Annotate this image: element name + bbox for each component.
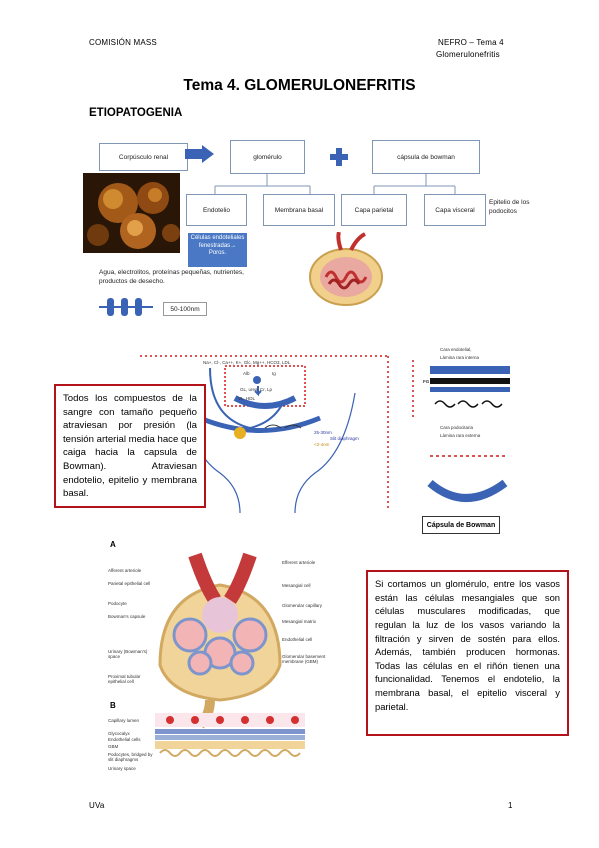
label-glomerular-capillary: Glomerular capillary bbox=[282, 603, 323, 608]
fig-top-label: Na+, Cl-, Ca++, K+, Glc, Mg++, HCO3, LDL bbox=[203, 360, 291, 365]
fig-hdl: GL, urea, Cr, Lp bbox=[240, 387, 273, 392]
fig-ldl: VL, HDL bbox=[238, 396, 256, 401]
fig-cara-podocitaria: Cara podocitaria bbox=[440, 425, 474, 430]
fig-alb: Alb bbox=[243, 371, 250, 376]
box-capa-parietal: Capa parietal bbox=[341, 194, 407, 226]
fig-lamina-rara: Lámina rara interna bbox=[440, 355, 480, 360]
filtration-diagram bbox=[140, 355, 390, 513]
arrow-right-icon bbox=[185, 145, 214, 163]
plus-icon bbox=[330, 148, 348, 166]
page-title: Tema 4. GLOMERULONEFRITIS bbox=[183, 77, 416, 94]
label-podocyte: Podocyte bbox=[108, 601, 127, 606]
label-parietal: Parietal epithelial cell bbox=[108, 581, 151, 586]
fenestra-icon bbox=[99, 298, 153, 316]
label-mesangial-matrix: Mesangial matrix bbox=[282, 619, 317, 624]
glomeruli-photo bbox=[83, 173, 180, 253]
fig-lamina-externa: Lámina rara externa bbox=[440, 433, 481, 438]
svg-text:A: A bbox=[110, 540, 116, 549]
label-gbm-b: GBM bbox=[108, 744, 119, 749]
label-mesangial: Mesangial cell bbox=[282, 583, 311, 588]
label-endothelial-cells: Endothelial cells bbox=[108, 737, 141, 742]
box-capa-visceral: Capa visceral bbox=[424, 194, 486, 226]
label-gbm: Glomerular basement membrane (GBM) bbox=[282, 654, 326, 664]
box-capsula: cápsula de bowman bbox=[372, 140, 480, 174]
capsula-bowman-label: Cápsula de Bowman bbox=[422, 516, 500, 534]
fig-size2: <2-4nm bbox=[314, 442, 330, 447]
label-urinary: Urinary (Bowman's) space bbox=[108, 649, 148, 659]
header-left: COMISIÓN MASS bbox=[89, 38, 157, 47]
fig-size1: 25-30nm bbox=[314, 430, 332, 435]
label-glycocalyx: Glycocalyx bbox=[108, 731, 130, 736]
fig-ig: Ig bbox=[272, 371, 276, 376]
connector-lines bbox=[214, 174, 456, 194]
label-urinary-space: Urinary space bbox=[108, 766, 136, 771]
label-capillary-lumen: Capillary lumen bbox=[108, 718, 140, 723]
label-endothelial: Endothelial cell bbox=[282, 637, 313, 642]
glomerulus-illustration bbox=[309, 232, 383, 306]
header-right-line2: Glomerulonefritis bbox=[436, 50, 500, 59]
fig-slit: Slit diaphragm bbox=[330, 436, 359, 441]
fig-fg: FG bbox=[423, 379, 430, 384]
box-membrana-basal: Membrana basal bbox=[263, 194, 335, 226]
fig-cara-endotelial: Cara endotelial, bbox=[440, 347, 472, 352]
celulas-note: Células endoteliales fenestradas→ Poros. bbox=[188, 233, 247, 267]
header-right-line1: NEFRO – Tema 4 bbox=[438, 38, 504, 47]
label-efferent: Efferent arteriole bbox=[282, 560, 316, 565]
footer-left: UVa bbox=[89, 801, 105, 810]
text-box-mesangial: Si cortamos un glomérulo, entre los vaso… bbox=[366, 570, 569, 736]
label-bowmans: Bowman's capsule bbox=[108, 614, 146, 619]
membrane-layers bbox=[412, 360, 510, 418]
label-afferent: Afferent arteriole bbox=[108, 568, 142, 573]
permeability-note: Agua, electrolitos, proteínas pequeñas, … bbox=[99, 269, 244, 286]
size-label: 50-100nm bbox=[163, 302, 207, 316]
bowman-capsule-shape bbox=[427, 455, 508, 502]
box-glomerulo: glomérulo bbox=[230, 140, 305, 174]
page-number: 1 bbox=[508, 801, 513, 810]
box-corpusculo: Corpúsculo renal bbox=[99, 143, 188, 171]
glomerulus-detail-figure: A B bbox=[110, 540, 305, 757]
text-box-filtration: Todos los compuestos de la sangre con ta… bbox=[54, 384, 206, 508]
epitelio-note: Epitelio de los podocitos bbox=[489, 199, 530, 216]
label-proximal: Proximal tubular epithelial cell bbox=[108, 674, 141, 684]
section-heading: ETIOPATOGENIA bbox=[89, 107, 183, 119]
svg-text:B: B bbox=[110, 701, 116, 710]
box-endotelio: Endotelio bbox=[186, 194, 247, 226]
label-podocytes: Podocytes, bridged by slit diaphragms bbox=[108, 752, 153, 762]
